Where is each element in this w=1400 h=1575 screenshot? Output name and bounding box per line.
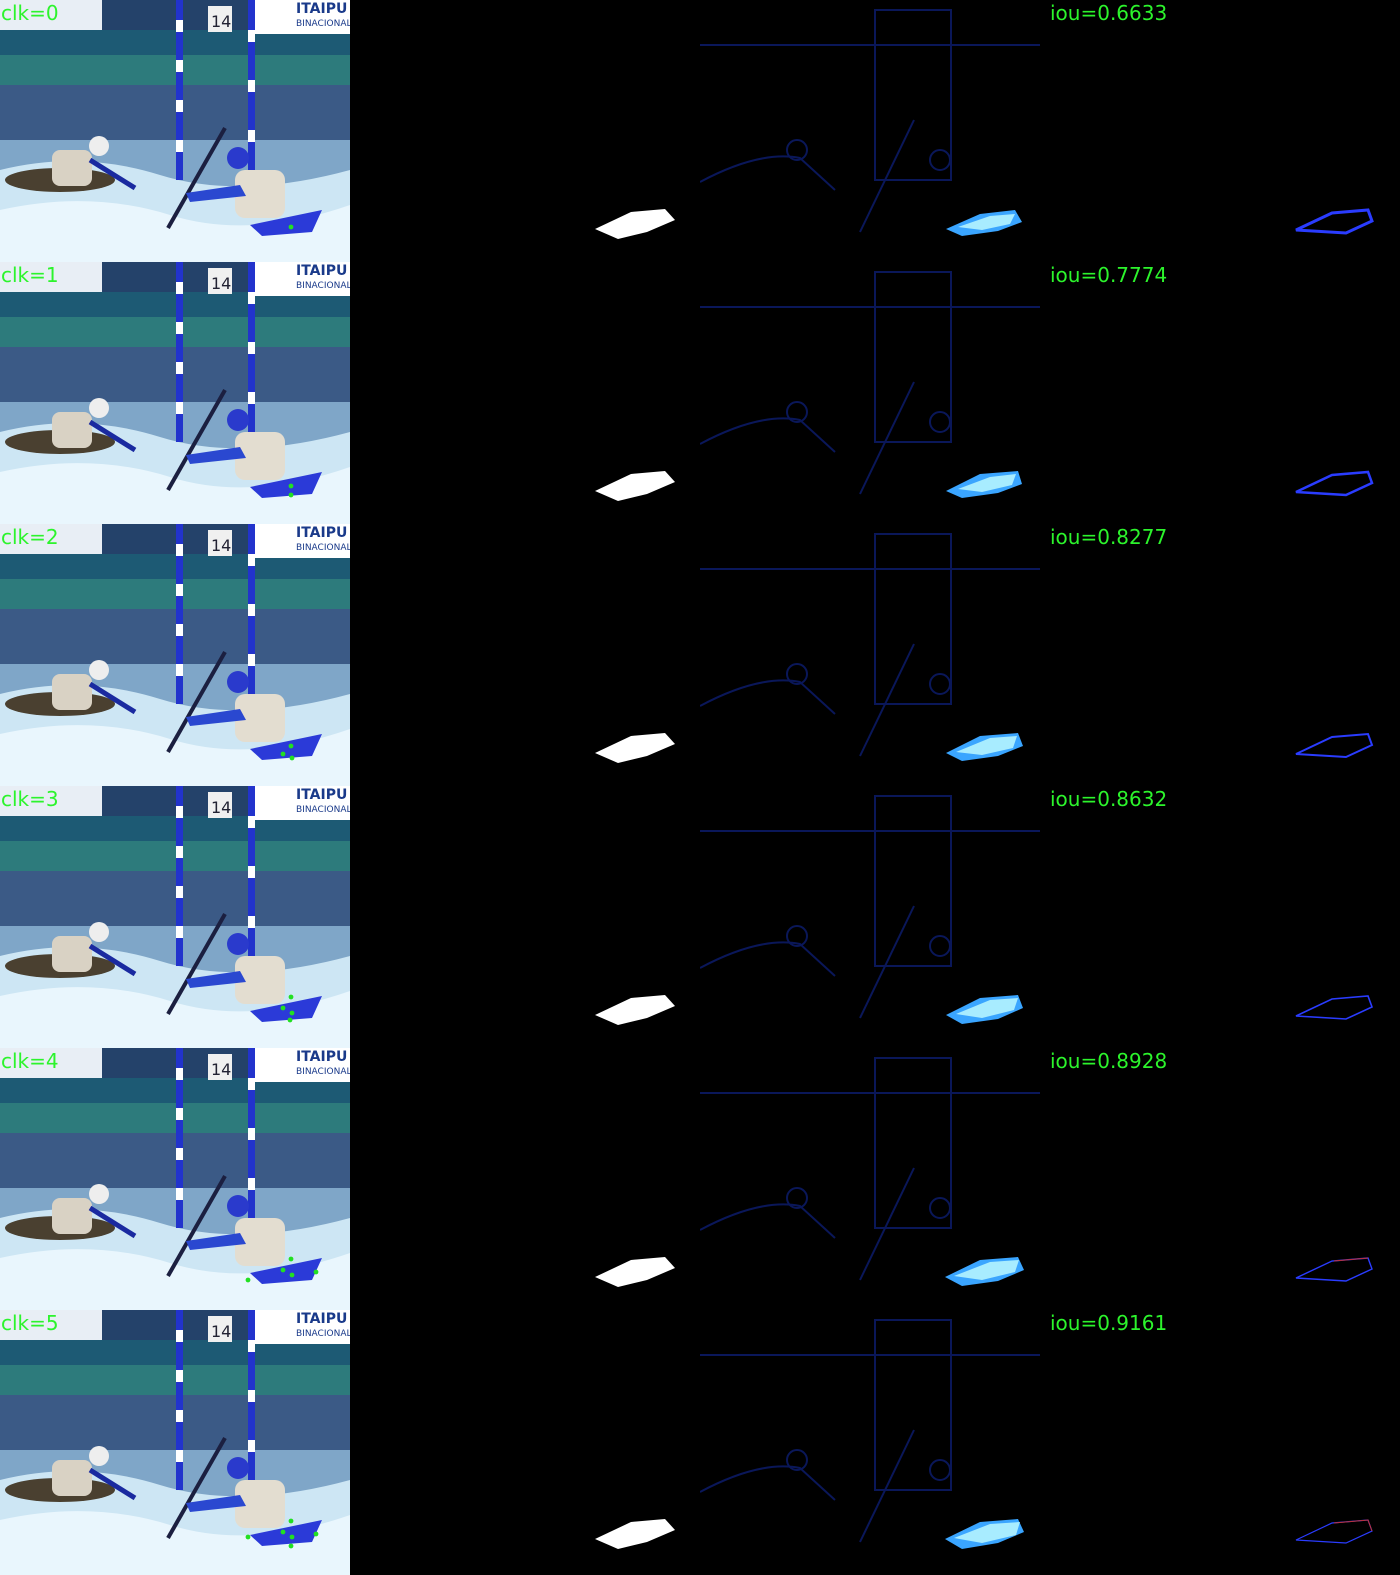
click-count-label: clk=0 (1, 1, 59, 25)
iou-score-label: iou=0.9161 (1050, 1311, 1168, 1335)
svg-text:BINACIONAL: BINACIONAL (296, 19, 350, 29)
iou-score-label: iou=0.8632 (1050, 787, 1168, 811)
ground-truth-mask-panel (350, 0, 700, 262)
error-map-panel: iou=0.9161 (1050, 1310, 1400, 1575)
probability-map (700, 9, 1040, 236)
input-photo-panel: ITAIPU BINACIONAL 14 (0, 1048, 350, 1310)
probability-map-panel (700, 1048, 1050, 1310)
probability-map (700, 1057, 1040, 1286)
kayak-photo: ITAIPU BINACIONAL 14 (0, 786, 350, 1048)
svg-text:ITAIPU: ITAIPU (296, 263, 347, 279)
click-count-label: clk=5 (1, 1311, 59, 1335)
error-map (1295, 208, 1374, 235)
svg-text:14: 14 (211, 536, 231, 555)
ground-truth-mask (595, 733, 675, 763)
ground-truth-mask-panel (350, 786, 700, 1048)
probability-map-panel (700, 524, 1050, 786)
probability-map-panel (700, 0, 1050, 262)
ground-truth-mask-panel (350, 524, 700, 786)
svg-text:14: 14 (211, 274, 231, 293)
probability-map-panel (700, 1310, 1050, 1575)
kayak-photo: ITAIPU BINACIONAL 14 (0, 262, 350, 524)
error-map-panel: iou=0.7774 (1050, 262, 1400, 524)
svg-text:BINACIONAL: BINACIONAL (296, 543, 350, 553)
result-row: ITAIPU BINACIONAL 14 (0, 786, 1400, 1048)
iou-score-label: iou=0.6633 (1050, 1, 1168, 25)
svg-text:ITAIPU: ITAIPU (296, 1049, 347, 1065)
kayak-photo: ITAIPU BINACIONAL 14 (0, 0, 350, 262)
probability-map (700, 533, 1040, 761)
probability-map (700, 1319, 1040, 1549)
error-map-panel: iou=0.6633 (1050, 0, 1400, 262)
svg-text:ITAIPU: ITAIPU (296, 1311, 347, 1327)
input-photo-panel: ITAIPU BINACIONAL 14 (0, 786, 350, 1048)
probability-map (700, 795, 1040, 1024)
svg-text:BINACIONAL: BINACIONAL (296, 1067, 350, 1077)
result-row: ITAIPU BINACIONAL 14 (0, 262, 1400, 524)
svg-text:BINACIONAL: BINACIONAL (296, 805, 350, 815)
error-map-panel: iou=0.8277 (1050, 524, 1400, 786)
click-count-label: clk=4 (1, 1049, 59, 1073)
probability-map-panel (700, 262, 1050, 524)
input-photo-panel: ITAIPU BINACIONAL 14 (0, 0, 350, 262)
ground-truth-mask (595, 209, 675, 239)
ground-truth-mask-panel (350, 1310, 700, 1575)
svg-text:ITAIPU: ITAIPU (296, 1, 347, 17)
ground-truth-mask (595, 1257, 675, 1287)
result-row: ITAIPU BINACIONAL 14 (0, 524, 1400, 786)
input-photo-panel: ITAIPU BINACIONAL 14 (0, 1310, 350, 1575)
input-photo-panel: ITAIPU BINACIONAL 14 (0, 524, 350, 786)
ground-truth-mask (595, 995, 675, 1025)
ground-truth-mask-panel (350, 262, 700, 524)
error-map (1295, 732, 1374, 759)
probability-map-panel (700, 786, 1050, 1048)
svg-text:14: 14 (211, 798, 231, 817)
input-photo-panel: ITAIPU BINACIONAL 14 (0, 262, 350, 524)
result-row: ITAIPU BINACIONAL 14 (0, 1048, 1400, 1310)
error-map (1295, 1257, 1373, 1282)
error-map-panel: iou=0.8632 (1050, 786, 1400, 1048)
ground-truth-mask (595, 471, 675, 501)
error-map-panel: iou=0.8928 (1050, 1048, 1400, 1310)
svg-text:14: 14 (211, 12, 231, 31)
error-map (1295, 995, 1374, 1020)
kayak-photo: ITAIPU BINACIONAL 14 (0, 1310, 350, 1575)
svg-text:BINACIONAL: BINACIONAL (296, 281, 350, 291)
click-count-label: clk=3 (1, 787, 59, 811)
iou-score-label: iou=0.8277 (1050, 525, 1168, 549)
kayak-photo: ITAIPU BINACIONAL 14 (0, 524, 350, 786)
click-count-label: clk=2 (1, 525, 59, 549)
kayak-photo: ITAIPU BINACIONAL 14 (0, 1048, 350, 1310)
result-row: ITAIPU BINACIONAL 14 (0, 0, 1400, 262)
svg-text:BINACIONAL: BINACIONAL (296, 1329, 350, 1339)
svg-text:ITAIPU: ITAIPU (296, 525, 347, 541)
iou-score-label: iou=0.8928 (1050, 1049, 1168, 1073)
error-map (1295, 470, 1374, 497)
click-count-label: clk=1 (1, 263, 59, 287)
iou-score-label: iou=0.7774 (1050, 263, 1168, 287)
probability-map (700, 271, 1040, 498)
error-map (1295, 1519, 1373, 1544)
svg-text:14: 14 (211, 1322, 231, 1341)
ground-truth-mask-panel (350, 1048, 700, 1310)
svg-text:14: 14 (211, 1060, 231, 1079)
result-row: ITAIPU BINACIONAL 14 (0, 1310, 1400, 1575)
svg-text:ITAIPU: ITAIPU (296, 787, 347, 803)
ground-truth-mask (595, 1519, 675, 1549)
